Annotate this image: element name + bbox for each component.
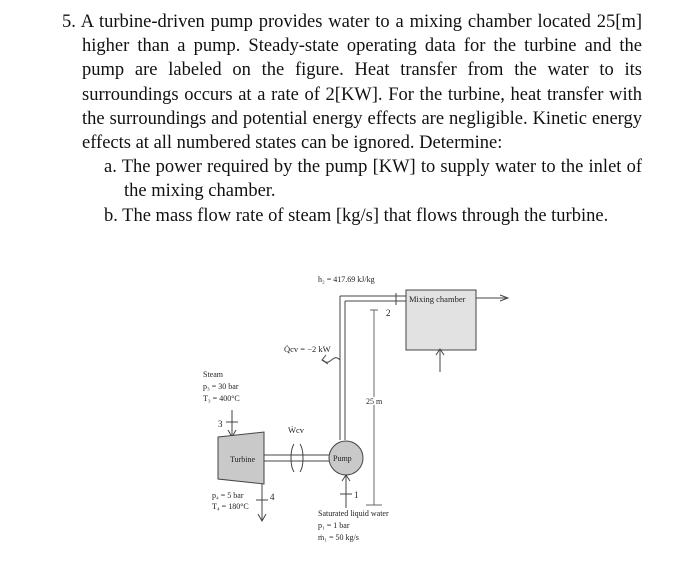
problem-statement: 5. A turbine-driven pump provides water … bbox=[62, 10, 642, 155]
height-label: 25 m bbox=[366, 397, 383, 406]
pump-label: Pump bbox=[333, 454, 352, 463]
pump-inlet-arrow-icon bbox=[341, 474, 351, 482]
work-label: Ẇcv bbox=[288, 425, 305, 435]
heat-arrowhead bbox=[321, 354, 329, 365]
state-3-label: 3 bbox=[218, 419, 223, 429]
outlet-arrow-icon bbox=[499, 294, 510, 302]
problem-number: 5. bbox=[62, 12, 76, 32]
water-title: Saturated liquid water bbox=[318, 509, 389, 518]
h2-label: h₂ = 417.69 kJ/kg bbox=[318, 275, 375, 284]
statement-line-1: A turbine-driven pump provides water to … bbox=[80, 12, 532, 32]
mixing-chamber-label: Mixing chamber bbox=[409, 294, 466, 304]
state-1-label: 1 bbox=[354, 490, 359, 500]
inlet-arrow-icon bbox=[435, 348, 445, 356]
part-a: a. The power required by the pump [KW] t… bbox=[62, 155, 642, 203]
mixing-chamber-box bbox=[405, 289, 477, 351]
t3-label: T₃ = 400°C bbox=[203, 394, 240, 403]
statement-line-6: potential energy effects are negligible.… bbox=[82, 108, 642, 154]
part-a-label: a. bbox=[104, 157, 117, 178]
p1-label: p₁ = 1 bar bbox=[318, 521, 350, 530]
steam-title: Steam bbox=[203, 370, 224, 379]
heat-arrow-icon bbox=[322, 357, 341, 363]
statement-line-2: located 25[m] higher than a pump. Steady… bbox=[82, 12, 643, 57]
part-a-line-2: the inlet of the mixing chamber. bbox=[124, 157, 642, 202]
part-b-line-1: The mass flow rate of steam [kg/s] that … bbox=[122, 205, 547, 226]
turbine-body bbox=[217, 431, 265, 485]
turbine-outlet-arrow-icon bbox=[257, 513, 267, 523]
part-b: b. The mass flow rate of steam [kg/s] th… bbox=[62, 204, 642, 228]
p3-label: p₃ = 30 bar bbox=[203, 382, 239, 391]
turbine-label: Turbine bbox=[230, 455, 255, 464]
state-2-label: 2 bbox=[386, 308, 391, 318]
m1-label: ṁ₁ = 50 kg/s bbox=[318, 533, 359, 542]
state-4-label: 4 bbox=[270, 492, 275, 502]
shaft-coupling-icon bbox=[290, 443, 304, 473]
problem-text: 5. A turbine-driven pump provides water … bbox=[62, 10, 642, 228]
t4-label: T₄ = 180°C bbox=[212, 502, 249, 511]
statement-line-5: 2[KW]. For the turbine, heat transfer wi… bbox=[82, 84, 643, 129]
part-a-line-1: The power required by the pump [KW] to s… bbox=[121, 157, 556, 178]
heat-transfer-label: Q̇cv = −2 kW bbox=[284, 344, 331, 354]
statement-line-7: all numbered states can be ignored. Dete… bbox=[153, 133, 503, 154]
p4-label: p₄ = 5 bar bbox=[212, 491, 244, 500]
statement-line-3: for the turbine and the pump are labeled… bbox=[82, 36, 643, 81]
part-b-line-2: turbine. bbox=[551, 205, 609, 226]
statement-line-4: transfer from the water to its surroundi… bbox=[82, 60, 642, 105]
part-b-label: b. bbox=[104, 205, 118, 226]
